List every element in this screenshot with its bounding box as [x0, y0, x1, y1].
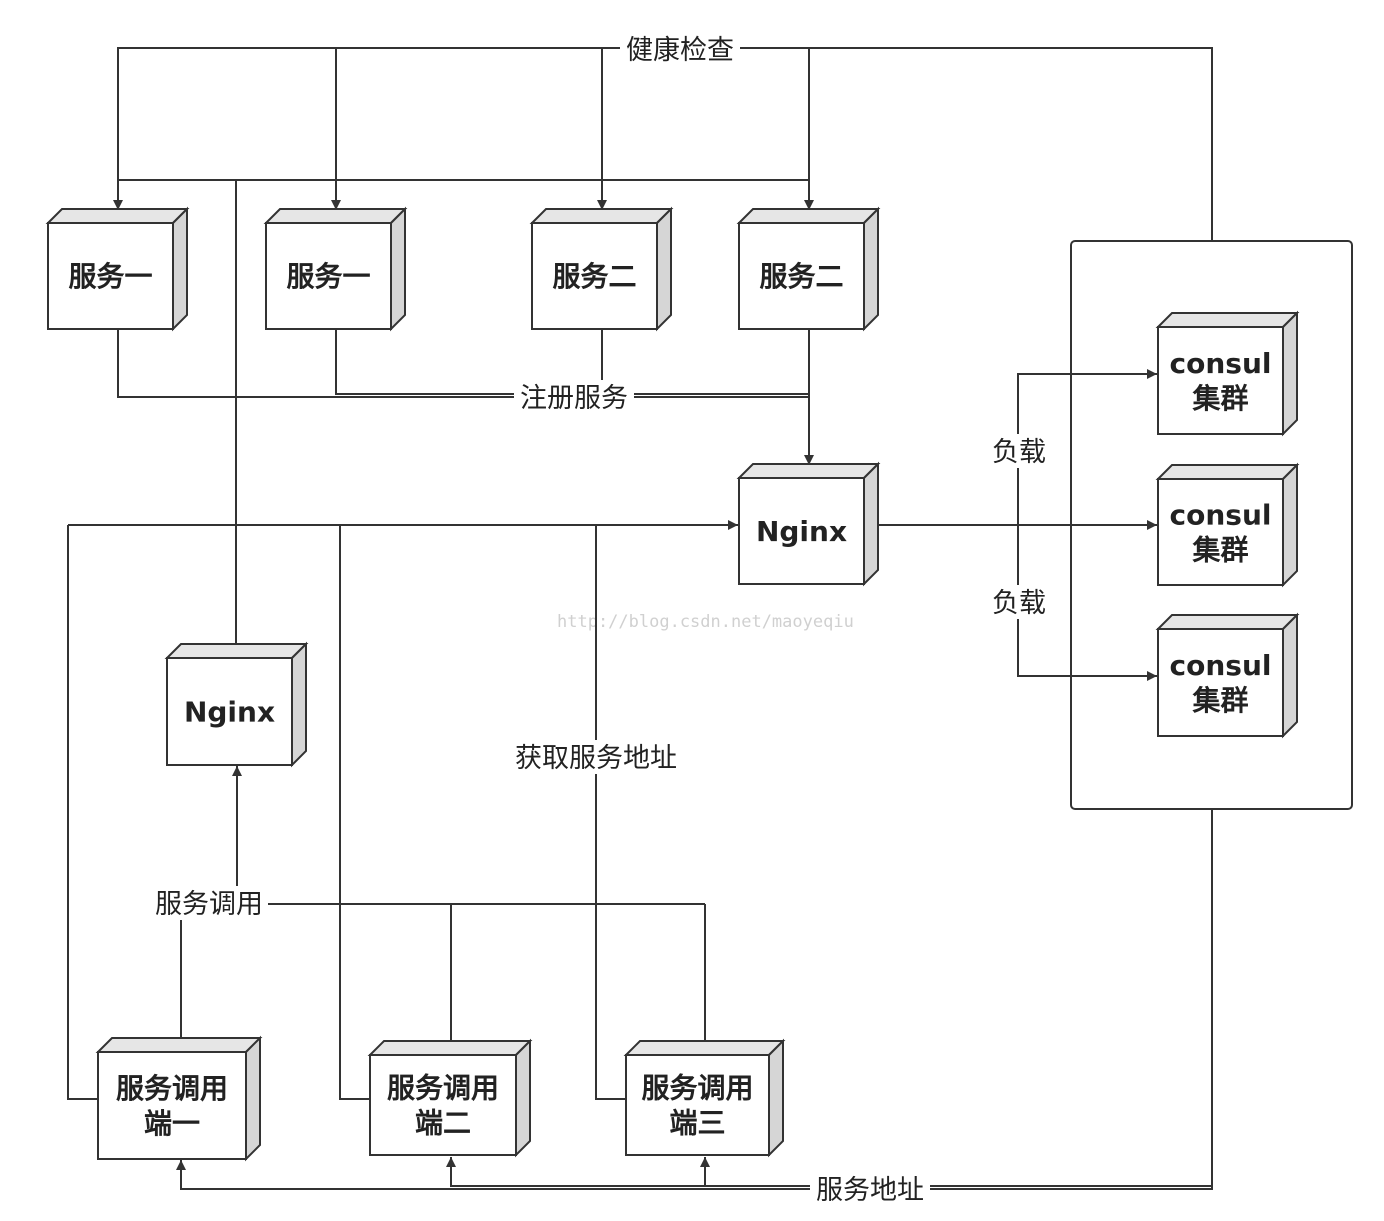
service-two-node-b-label-1: 服务二 [759, 260, 843, 293]
consul-cluster-node-2-label-2: 集群 [1191, 534, 1248, 567]
nginx-node-top-label-1: Nginx [756, 515, 847, 548]
caller-two-node-top-face [367, 1040, 533, 1056]
service-two-node-a-top-face [529, 208, 674, 224]
caller-one-node-label-2: 端一 [144, 1107, 200, 1140]
nginx-node-top: Nginx [736, 461, 881, 587]
service-one-node-b-side-face [390, 206, 406, 332]
service-two-node-b-side-face [863, 206, 879, 332]
consul-cluster-node-2-side-face [1282, 462, 1298, 588]
consul-cluster-node-2-top-face [1155, 464, 1300, 480]
caller-one-node-top-face [95, 1037, 263, 1053]
edge-labels: 健康检查 注册服务 负载 负载 获取服务地址 服务调用 服务地址 [150, 32, 1050, 1206]
service-one-node-b-label-1: 服务一 [286, 260, 370, 293]
service-two-node-b-front-face [738, 222, 865, 330]
service-address-label: 服务地址 [816, 1175, 924, 1206]
caller-one-node-label-1: 服务调用 [116, 1072, 228, 1105]
consul-cluster-node-3-top-face [1155, 614, 1300, 630]
register-service-edges [117, 329, 814, 465]
service-address-edges [176, 809, 1213, 1190]
caller-three-node-top-face [623, 1040, 786, 1056]
nginx-node-left-label-1: Nginx [184, 696, 275, 729]
nginx-node-top-front-face [738, 477, 865, 585]
service-one-node-b-front-face [265, 222, 392, 330]
service-one-node-a-top-face [45, 208, 190, 224]
service-one-node-a: 服务一 [45, 206, 190, 332]
consul-cluster-node-3-label-1: consul [1170, 649, 1272, 682]
caller-three-node-label-1: 服务调用 [641, 1072, 753, 1105]
service-call-edges [180, 766, 706, 1042]
caller-one-node-side-face [245, 1035, 261, 1162]
service-one-node-a-side-face [172, 206, 188, 332]
health-check-label: 健康检查 [626, 35, 734, 66]
get-address-edges [67, 520, 738, 1100]
caller-two-node-front-face [369, 1054, 517, 1156]
caller-three-node-label-2: 端三 [669, 1107, 725, 1140]
service-call-label: 服务调用 [155, 889, 263, 920]
consul-cluster-node-1-front-face [1157, 326, 1284, 435]
get-service-address-label: 获取服务地址 [515, 743, 677, 774]
nginx-node-left-side-face [291, 641, 307, 768]
service-two-node-a-front-face [531, 222, 658, 330]
caller-three-node-front-face [625, 1054, 770, 1156]
nginx-node-left-top-face [164, 643, 309, 659]
consul-cluster-node-3-label-2: 集群 [1191, 684, 1248, 717]
nginx-node-top-side-face [863, 461, 879, 587]
service-two-node-b-top-face [736, 208, 881, 224]
consul-cluster-node-3-side-face [1282, 612, 1298, 739]
caller-two-node-label-2: 端二 [415, 1107, 471, 1140]
caller-two-node-label-1: 服务调用 [387, 1072, 499, 1105]
health-check-edges [113, 47, 1213, 645]
service-two-node-a-label-1: 服务二 [552, 260, 636, 293]
nginx-node-left: Nginx [164, 641, 309, 768]
consul-cluster-node-1-label-1: consul [1170, 347, 1272, 380]
consul-cluster-node-3-front-face [1157, 628, 1284, 737]
load-label-1: 负载 [992, 437, 1046, 468]
consul-cluster-node-1-top-face [1155, 312, 1300, 328]
consul-cluster-node-1-side-face [1282, 310, 1298, 437]
caller-one-node-front-face [97, 1051, 247, 1160]
caller-three-node-side-face [768, 1038, 784, 1158]
register-service-label: 注册服务 [520, 383, 628, 414]
service-two-node-a-side-face [656, 206, 672, 332]
service-one-node-b: 服务一 [263, 206, 408, 332]
nginx-node-top-top-face [736, 463, 881, 479]
service-one-node-a-front-face [47, 222, 174, 330]
nginx-node-left-front-face [166, 657, 293, 766]
watermark: http://blog.csdn.net/maoyeqiu [557, 612, 854, 632]
load-label-2: 负载 [992, 588, 1046, 619]
service-two-node-b: 服务二 [736, 206, 881, 332]
caller-two-node-side-face [515, 1038, 531, 1158]
consul-cluster-node-2-label-1: consul [1170, 499, 1272, 532]
service-one-node-b-top-face [263, 208, 408, 224]
service-two-node-a: 服务二 [529, 206, 674, 332]
consul-cluster-node-1-label-2: 集群 [1191, 382, 1248, 415]
nodes: 服务一服务一服务二服务二NginxNginxconsul集群consul集群co… [45, 206, 1300, 1162]
service-one-node-a-label-1: 服务一 [68, 260, 152, 293]
load-edges [878, 369, 1157, 681]
consul-cluster-node-2-front-face [1157, 478, 1284, 586]
